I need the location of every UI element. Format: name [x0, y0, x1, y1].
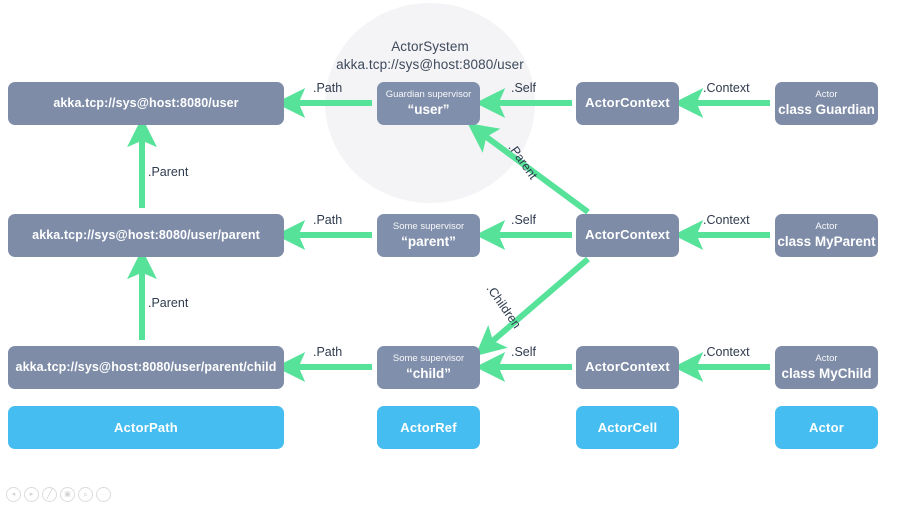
duplicate-icon[interactable]: ▣ [60, 487, 75, 502]
actor-system-label: ActorSystem akka.tcp://sys@host:8080/use… [318, 38, 542, 74]
edge-label-path-2: .Path [313, 213, 343, 227]
actor-path-box-row-1[interactable]: akka.tcp://sys@host:8080/user [8, 82, 284, 125]
actor-cell-box-row-3[interactable]: ActorContext [576, 346, 679, 389]
actor-path-text-row-3: akka.tcp://sys@host:8080/user/parent/chi… [15, 359, 277, 374]
duplicate-icon-glyph: ▣ [64, 491, 71, 498]
edge-label-self-3: .Self [511, 345, 537, 359]
viewer-toolbar: ◂ ▸ ╱ ▣ ⌕ ··· [6, 487, 111, 502]
legend-actor-path[interactable]: ActorPath [8, 406, 284, 449]
edge-label-children-diagonal: .Children [483, 282, 524, 332]
actor-cell-text-row-2: ActorContext [585, 227, 670, 243]
back-icon[interactable]: ◂ [6, 487, 21, 502]
legend-actor-path-label: ActorPath [114, 420, 178, 435]
actor-system-path: akka.tcp://sys@host:8080/user [336, 57, 524, 72]
actor-cell-text-row-3: ActorContext [585, 359, 670, 375]
actor-path-text-row-1: akka.tcp://sys@host:8080/user [53, 95, 239, 110]
actor-box-row-1[interactable]: Actor class Guardian [775, 82, 878, 125]
edge-label-parent-left-1: .Parent [148, 165, 189, 179]
forward-icon-glyph: ▸ [29, 491, 34, 498]
actor-path-box-row-3[interactable]: akka.tcp://sys@host:8080/user/parent/chi… [8, 346, 284, 389]
edge-label-context-3: .Context [703, 345, 750, 359]
legend-actor-ref-label: ActorRef [400, 420, 457, 435]
actor-path-text-row-2: akka.tcp://sys@host:8080/user/parent [32, 227, 260, 242]
legend-actor-ref[interactable]: ActorRef [377, 406, 480, 449]
legend-actor-cell-label: ActorCell [597, 420, 658, 435]
actor-cell-text-row-1: ActorContext [585, 95, 670, 111]
forward-icon[interactable]: ▸ [24, 487, 39, 502]
edge-label-context-2: .Context [703, 213, 750, 227]
actor-ref-kind-row-3: Some supervisor [392, 352, 465, 364]
more-options-icon[interactable]: ··· [96, 487, 111, 502]
edge-label-parent-left-2: .Parent [148, 296, 189, 310]
actor-ref-kind-row-2: Some supervisor [392, 220, 465, 232]
actor-ref-name-row-3: “child” [405, 365, 451, 381]
legend-actor-label: Actor [809, 420, 844, 435]
actor-box-row-3[interactable]: Actor class MyChild [775, 346, 878, 389]
more-options-icon-glyph: ··· [100, 491, 107, 498]
actor-path-box-row-2[interactable]: akka.tcp://sys@host:8080/user/parent [8, 214, 284, 257]
actor-kind-row-1: Actor [815, 88, 838, 100]
actor-kind-row-3: Actor [815, 352, 838, 364]
edge-label-self-2: .Self [511, 213, 537, 227]
actor-system-title: ActorSystem [391, 39, 469, 54]
actor-ref-name-row-1: “user” [407, 101, 450, 117]
edge-label-path-1: .Path [313, 81, 343, 95]
legend-actor[interactable]: Actor [775, 406, 878, 449]
actor-cell-box-row-2[interactable]: ActorContext [576, 214, 679, 257]
actor-class-row-3: class MyChild [781, 365, 872, 381]
legend-actor-cell[interactable]: ActorCell [576, 406, 679, 449]
edit-pen-icon-glyph: ╱ [46, 489, 53, 499]
back-icon-glyph: ◂ [11, 491, 16, 498]
actor-class-row-2: class MyParent [777, 233, 876, 249]
actor-ref-name-row-2: “parent” [401, 233, 456, 249]
edge-label-self-1: .Self [511, 81, 537, 95]
actor-ref-box-row-1[interactable]: Guardian supervisor “user” [377, 82, 480, 125]
actor-box-row-2[interactable]: Actor class MyParent [775, 214, 878, 257]
actor-ref-kind-row-1: Guardian supervisor [385, 88, 472, 100]
edit-pen-icon[interactable]: ╱ [42, 487, 57, 502]
actor-ref-box-row-2[interactable]: Some supervisor “parent” [377, 214, 480, 257]
zoom-search-icon[interactable]: ⌕ [78, 487, 93, 502]
actor-cell-box-row-1[interactable]: ActorContext [576, 82, 679, 125]
zoom-search-icon-glyph: ⌕ [82, 489, 89, 499]
actor-class-row-1: class Guardian [778, 101, 875, 117]
actor-kind-row-2: Actor [815, 220, 838, 232]
edge-label-path-3: .Path [313, 345, 343, 359]
actor-ref-box-row-3[interactable]: Some supervisor “child” [377, 346, 480, 389]
edge-label-context-1: .Context [703, 81, 750, 95]
